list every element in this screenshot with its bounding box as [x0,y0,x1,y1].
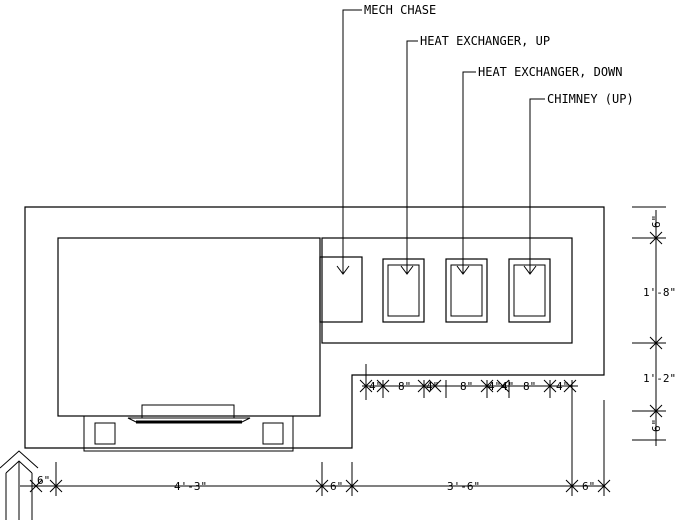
dim-flue-5: 4" [488,380,501,393]
dim-flue-7: 8" [523,380,536,393]
heat-exchanger-down-outer [445,258,488,323]
flue-row-dimension [359,364,578,400]
dim-width-right: 3'-6" [447,480,480,493]
dim-tick [345,479,359,493]
dim-right-edge: 6" [582,480,595,493]
leader-heat-exchanger-down [456,71,476,275]
heat-exchanger-up-outer [382,258,425,323]
hearth-block-right [262,422,284,445]
grate [127,404,251,424]
dim-flue-1: 4" [369,380,382,393]
dim-right-upper: 1'-8" [643,286,676,299]
dim-flue-2: 8" [398,380,411,393]
dim-right-bottom: 6" [650,419,663,432]
dim-flue-6: 4" [501,380,514,393]
dim-tick [649,404,663,418]
dim-left-edge: 6" [37,474,50,487]
dim-tick [565,479,579,493]
heat-exchanger-down-inner [450,264,483,317]
dim-flue-4: 8" [460,380,473,393]
chase-enclosure [321,237,573,344]
dim-right-top: 6" [650,215,663,228]
bottom-dimension [20,380,611,496]
north-arrow [0,450,39,520]
heat-exchanger-up-inner [387,264,420,317]
leader-chimney [523,98,545,275]
dim-tick [480,379,494,393]
dim-tick [543,379,557,393]
dim-tick [376,379,390,393]
dim-flue-3: 4" [426,380,439,393]
hearth-block-left [94,422,116,445]
dim-tick [496,379,510,393]
dim-right-lower: 1'-2" [643,372,676,385]
leader-heat-exchanger-up [400,40,418,275]
leader-mech-chase [336,9,362,275]
dim-tick [428,379,442,393]
label-chimney: CHIMNEY (UP) [547,92,634,106]
dim-tick [649,231,663,245]
dim-gap: 6" [330,480,343,493]
outer-wall [24,206,605,449]
dim-flue-8: 4" [556,380,569,393]
dim-tick [49,479,63,493]
label-heat-exchanger-down: HEAT EXCHANGER, DOWN [478,65,623,79]
hearth [83,416,294,452]
dim-tick [597,479,611,493]
firebox [57,237,321,417]
dim-width-main: 4'-3" [174,480,207,493]
right-dimension [632,206,666,446]
dim-tick [315,479,329,493]
dim-tick [359,379,373,393]
label-mech-chase: MECH CHASE [364,3,436,17]
mech-chase-box [319,256,363,323]
dim-tick [563,379,577,393]
dim-tick [649,336,663,350]
dim-tick [417,379,431,393]
label-heat-exchanger-up: HEAT EXCHANGER, UP [420,34,550,48]
